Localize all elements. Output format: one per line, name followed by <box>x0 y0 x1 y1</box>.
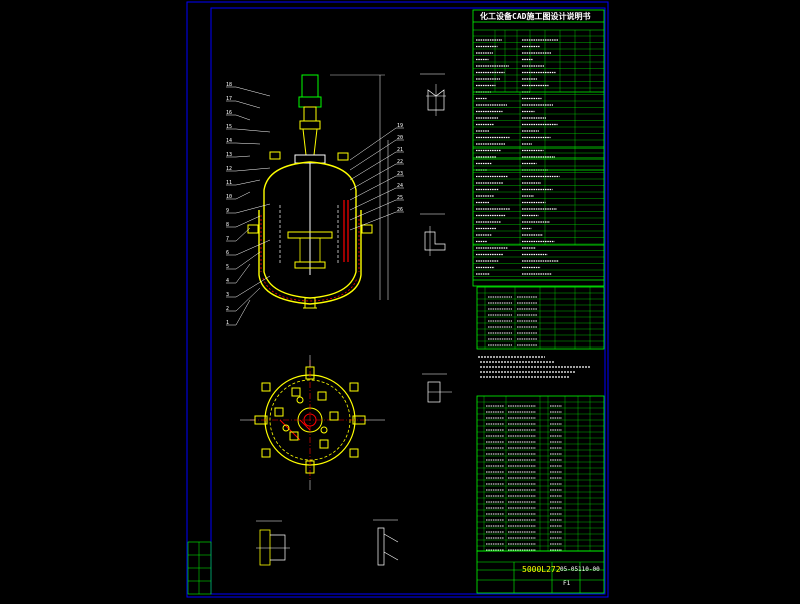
callout-label-21: 21 <box>397 147 403 153</box>
callout-label-12: 12 <box>226 166 232 172</box>
callout-label-15: 15 <box>226 124 232 130</box>
callout-label-1: 1 <box>226 320 229 326</box>
callout-label-19: 19 <box>397 123 403 129</box>
callout-label-26: 26 <box>397 207 403 213</box>
callout-label-25: 25 <box>397 195 403 201</box>
title-block <box>476 550 605 594</box>
callout-label-13: 13 <box>226 152 232 158</box>
sheet-outer-frame <box>186 1 609 598</box>
detail-view-1 <box>420 73 446 116</box>
callout-label-7: 7 <box>226 236 229 242</box>
technical-spec-table <box>472 9 605 287</box>
revision-block <box>187 541 212 595</box>
callout-label-9: 9 <box>226 208 229 214</box>
callout-label-3: 3 <box>226 292 229 298</box>
callout-label-18: 18 <box>226 82 232 88</box>
drawing-main-title: 化工设备CAD施工图设计说明书 <box>480 12 591 21</box>
drawing-code-left: 5000L272 <box>522 565 561 574</box>
callout-label-2: 2 <box>226 306 229 312</box>
technical-notes <box>478 356 590 378</box>
reactor-plan-view <box>240 355 385 490</box>
callout-leaders: 1234567891011121314151617181920212223242… <box>226 82 404 326</box>
detail-view-2 <box>420 213 446 256</box>
parts-list-table <box>476 395 605 552</box>
callout-label-17: 17 <box>226 96 232 102</box>
nozzle-table <box>476 286 605 350</box>
drawing-code-right: 05-05110-00 <box>560 566 600 573</box>
callout-label-8: 8 <box>226 222 229 228</box>
callout-label-10: 10 <box>226 194 232 200</box>
reactor-elevation-view <box>247 74 389 309</box>
callout-label-22: 22 <box>397 159 403 165</box>
detail-view-5 <box>373 519 399 566</box>
callout-label-20: 20 <box>397 135 403 141</box>
callout-label-16: 16 <box>226 110 232 116</box>
callout-label-23: 23 <box>397 171 403 177</box>
callout-label-5: 5 <box>226 264 229 270</box>
callout-label-14: 14 <box>226 138 232 144</box>
detail-view-4 <box>256 520 290 566</box>
callout-label-11: 11 <box>226 180 232 186</box>
sheet-inner-frame <box>210 7 606 595</box>
detail-view-3 <box>422 373 452 403</box>
callout-label-24: 24 <box>397 183 403 189</box>
callout-label-4: 4 <box>226 278 229 284</box>
sheet-mark: F1 <box>563 580 571 587</box>
callout-label-6: 6 <box>226 250 229 256</box>
